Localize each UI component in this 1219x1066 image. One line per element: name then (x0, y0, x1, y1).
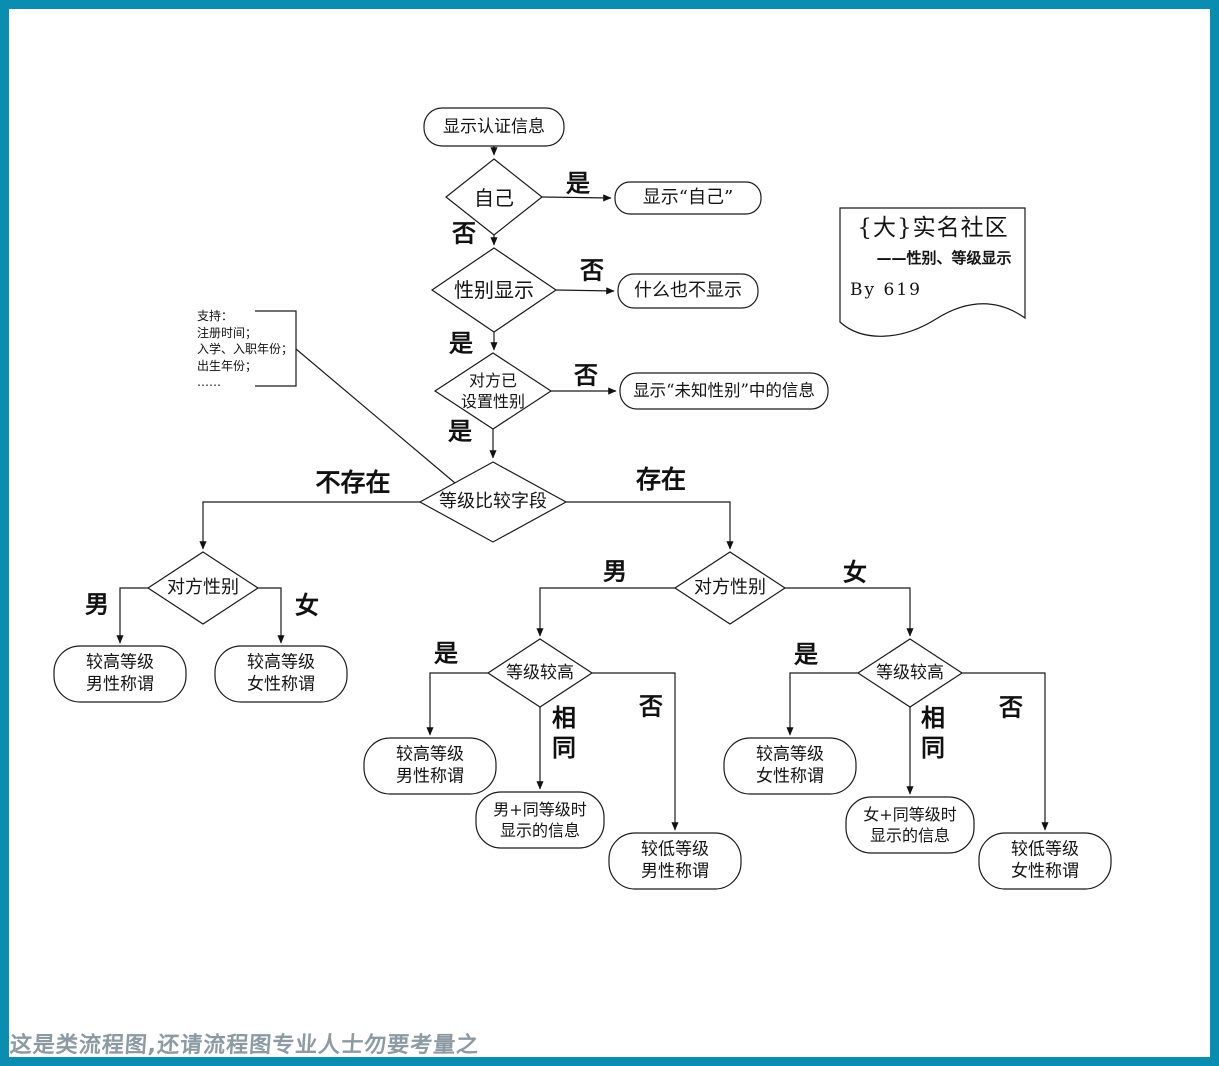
terminator-right-high-female (723, 737, 857, 795)
connector-levelm-no (592, 672, 679, 831)
node-gender-display-label: 性别显示 (454, 277, 534, 302)
watermark-text: 这是类流程图,还请流程图专业人士勿要考量之 (8, 1033, 481, 1058)
edge-label-exists: 存在 (635, 465, 687, 494)
edge-label-levelf-yes: 是 (794, 640, 818, 669)
terminator-left-high-female (214, 645, 348, 703)
edge-label-self-yes: 是 (566, 169, 590, 198)
node-left-high-male-label: 较高等级 男性称谓 (86, 652, 154, 695)
connector-self-yes (541, 194, 612, 202)
node-right-same-female-label: 女+同等级时 显示的信息 (863, 804, 957, 845)
edge-label-levelf-same: 相同 (916, 705, 945, 765)
edge-label-genderdisplay-no: 否 (580, 256, 604, 285)
doc-note-title: {大}实名社区 (857, 214, 1009, 241)
doc-note-subtitle: ——性别、等级显示 (876, 249, 1012, 268)
decision-gender-left (146, 551, 260, 625)
node-level-field-label: 等级比较字段 (439, 491, 547, 513)
terminator-start (423, 107, 565, 147)
decision-gender-display (430, 247, 558, 333)
edge-label-levelm-same: 相同 (547, 705, 576, 765)
connectors (116, 146, 1049, 831)
decision-self (445, 158, 543, 236)
node-start-label: 显示认证信息 (443, 116, 545, 137)
connector-levelfield-exists (566, 501, 734, 550)
annotation-bracket (255, 310, 297, 387)
terminator-mid-low-male (608, 832, 742, 890)
terminator-show-nothing (617, 273, 759, 309)
connector-genderright-male (536, 587, 675, 637)
terminator-right-low-female (978, 832, 1112, 890)
node-right-high-female-label: 较高等级 女性称谓 (756, 744, 824, 787)
shapes (53, 107, 1112, 890)
doc-note-byline: By 619 (850, 280, 922, 300)
terminator-right-same-female (845, 796, 975, 854)
decision-gender-right (673, 551, 787, 625)
node-mid-low-male-label: 较低等级 男性称谓 (641, 839, 709, 882)
edge-label-genderset-yes: 是 (448, 417, 472, 446)
node-right-low-female-label: 较低等级 女性称谓 (1011, 839, 1079, 882)
node-show-nothing-label: 什么也不显示 (634, 280, 742, 302)
edge-label-right-female: 女 (843, 558, 867, 587)
node-show-unknown-label: 显示“未知性别”中的信息 (633, 381, 815, 401)
decision-level-male (486, 638, 594, 708)
connector-genderleft-male (116, 587, 148, 644)
connector-genderdisplay-no (555, 287, 615, 295)
edge-label-left-male: 男 (85, 590, 109, 619)
terminator-show-self (614, 181, 762, 215)
node-level-female-label: 等级较高 (876, 662, 944, 683)
node-mid-same-male-label: 男+同等级时 显示的信息 (493, 799, 587, 840)
annotation-note: 支持： 注册时间； 入学、入职年份； 出生年份； …… (197, 309, 294, 390)
edge-label-levelf-no: 否 (999, 693, 1023, 722)
terminator-mid-high-male (363, 737, 497, 795)
edge-label-right-male: 男 (603, 557, 627, 586)
connector-genderright-female (785, 587, 914, 637)
node-show-self-label: 显示“自己” (642, 187, 734, 209)
node-self-label: 自己 (474, 185, 514, 210)
edge-label-genderdisplay-yes: 是 (449, 329, 473, 358)
node-mid-high-male-label: 较高等级 男性称谓 (396, 744, 464, 787)
connector-levelfield-notexists (199, 501, 420, 550)
edge-label-levelm-yes: 是 (434, 639, 458, 668)
connector-levelm-yes (426, 672, 488, 736)
node-gender-set-label: 对方已 设置性别 (460, 370, 526, 411)
node-level-male-label: 等级较高 (506, 662, 574, 683)
document-shape (839, 207, 1026, 337)
terminator-show-unknown (619, 372, 829, 410)
node-gender-right-label: 对方性别 (694, 577, 766, 599)
edge-label-levelm-no: 否 (639, 692, 663, 721)
edge-label-left-female: 女 (295, 591, 319, 620)
edge-label-not-exists: 不存在 (315, 468, 391, 497)
connector-levelf-yes (786, 672, 858, 736)
node-left-high-female-label: 较高等级 女性称谓 (247, 652, 315, 695)
decision-gender-set (433, 352, 553, 430)
decision-level-field (418, 461, 568, 543)
terminator-mid-same-male (475, 791, 605, 849)
annotation-leader-line (295, 348, 456, 484)
connector-levelf-no (962, 672, 1049, 831)
decision-level-female (856, 638, 964, 708)
connector-genderleft-female (258, 587, 285, 644)
terminator-left-high-male (53, 645, 187, 703)
node-gender-left-label: 对方性别 (167, 577, 239, 599)
edge-label-genderset-no: 否 (574, 361, 598, 390)
edge-label-self-no: 否 (452, 219, 476, 248)
